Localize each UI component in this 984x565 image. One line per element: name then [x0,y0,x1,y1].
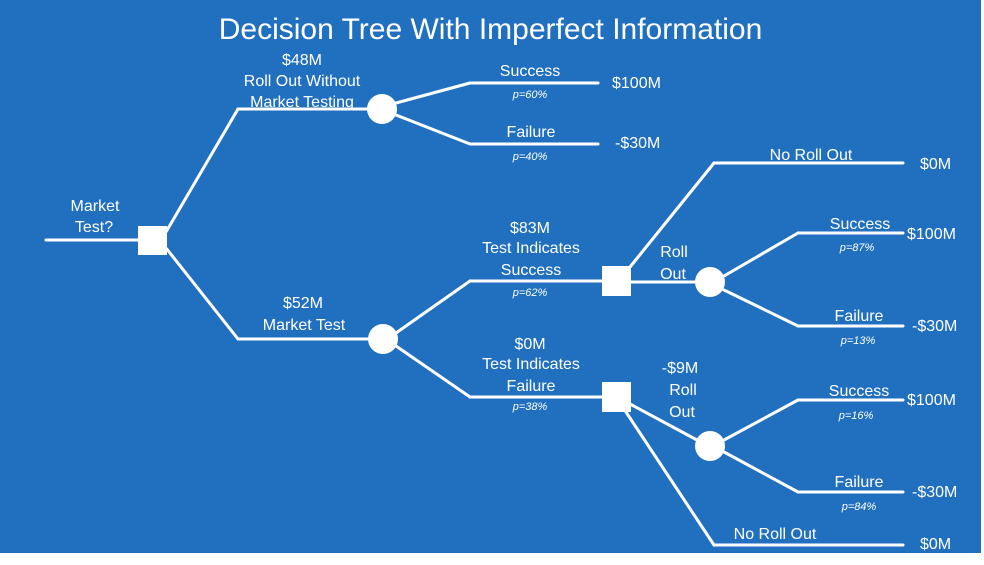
no-test-success-prob: p=60% [512,89,548,101]
pos-roll-failure-prob: p=13% [840,335,876,347]
positive-label-line2: Success [500,262,562,279]
pos-roll-success-prob: p=87% [839,242,875,254]
chance-node-no-test [367,94,397,124]
pos-no-roll-payoff: $0M [920,156,952,173]
no-test-failure-payoff: -$30M [615,135,661,152]
negative-label-line1: Test Indicates [482,356,580,373]
positive-label-line1: Test Indicates [482,240,580,257]
root-label-line2: Test? [74,219,114,236]
negative-label-line2: Failure [506,378,556,395]
neg-roll-failure-label: Failure [834,474,884,491]
pos-roll-success-payoff: $100M [907,226,956,243]
neg-roll-success-label: Success [828,383,890,400]
no-test-value: $48M [281,52,323,69]
pos-roll-failure-label: Failure [834,308,884,325]
negative-prob: p=38% [512,401,548,413]
chance-node-pos-roll [695,267,725,297]
positive-value: $83M [509,220,551,237]
pos-roll-success-diag [722,231,800,278]
branch-to-no-test [164,107,240,234]
neg-no-roll-payoff: $0M [920,536,952,553]
decision-node-positive [602,266,631,296]
decision-tree-lines [44,81,905,547]
pos-roll-label-line2: Out [660,266,686,283]
no-test-success-diag [394,81,472,105]
test-value: $52M [282,295,324,312]
no-test-success-label: Success [499,63,561,80]
pos-roll-success-label: Success [829,216,891,233]
neg-roll-diag [628,402,699,442]
no-test-failure-label: Failure [506,124,556,141]
no-test-failure-diag [394,113,472,146]
test-label: Market Test [262,317,346,334]
no-test-success-payoff: $100M [612,75,661,92]
pos-roll-label-line1: Roll [660,244,688,261]
pos-no-roll-diag [628,161,716,269]
no-test-failure-prob: p=40% [512,151,548,163]
neg-roll-success-prob: p=16% [838,410,874,422]
positive-diag [394,279,472,335]
neg-roll-success-diag [722,398,800,442]
pos-roll-failure-payoff: -$30M [912,318,958,335]
pos-no-roll-label: No Roll Out [769,147,853,164]
negative-value: $0M [514,336,546,353]
neg-no-roll-diag [624,410,716,547]
decision-node-negative [602,382,631,412]
root-label-line1: Market [70,198,120,215]
neg-roll-label-line2: Out [669,404,695,421]
pos-roll-failure-diag [722,288,800,328]
slide: Decision Tree With Imperfect Information… [0,0,981,553]
neg-no-roll-label: No Roll Out [733,526,817,543]
positive-prob: p=62% [512,287,548,299]
chance-node-test [368,324,398,354]
branch-to-test [164,246,240,341]
neg-roll-failure-diag [722,450,800,494]
neg-roll-success-payoff: $100M [907,392,956,409]
neg-roll-failure-prob: p=84% [841,501,877,513]
decision-node-root [138,226,167,255]
neg-roll-failure-payoff: -$30M [912,484,958,501]
no-test-label-line2: Market Testing [250,94,354,111]
page-title: Decision Tree With Imperfect Information [218,13,763,46]
neg-roll-value: -$9M [661,360,699,377]
no-test-label-line1: Roll Out Without [243,73,361,90]
negative-diag [394,344,472,399]
chance-node-neg-roll [695,431,725,461]
neg-roll-label-line1: Roll [669,382,697,399]
